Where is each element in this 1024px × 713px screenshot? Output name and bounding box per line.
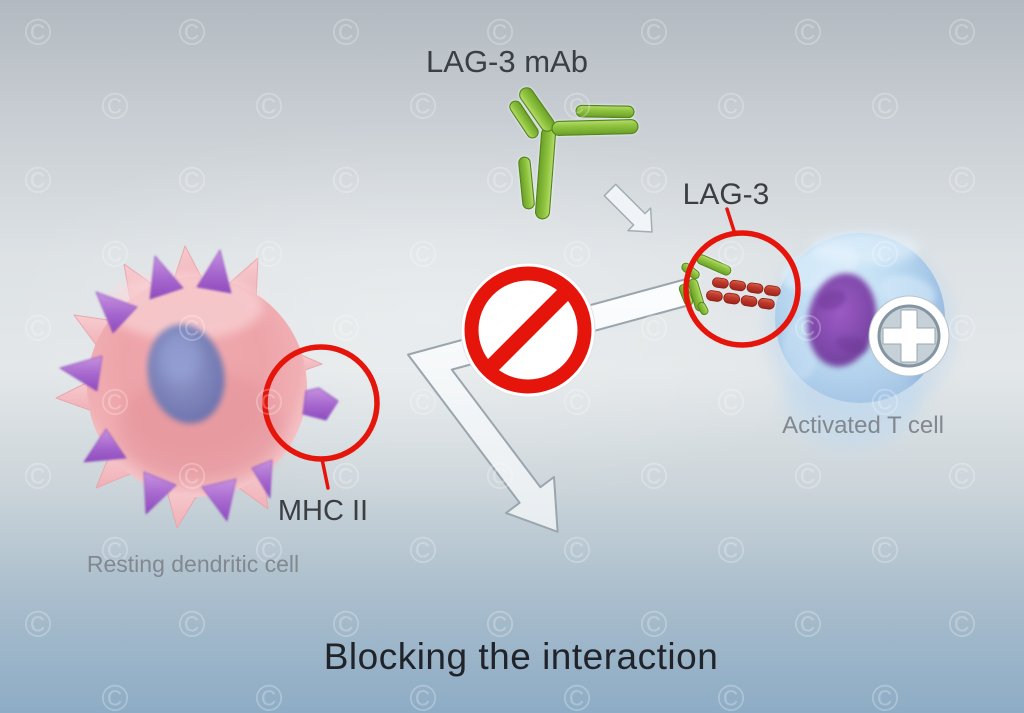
lag3-molecules (706, 277, 781, 310)
dendritic-cell-nucleus (147, 324, 225, 424)
t-cell-illustration (765, 231, 955, 450)
lag3-leader-line (725, 207, 737, 236)
dendritic-cell-illustration (55, 245, 323, 529)
bound-antibody-fragment (678, 254, 732, 316)
mhc2-membrane-bumps (59, 249, 273, 522)
lag3-receptor-label: LAG-3 (682, 178, 770, 211)
mhc2-label: MHC II (277, 495, 369, 527)
dendritic-cell-label: Resting dendritic cell (86, 551, 300, 577)
no-entry-icon (460, 262, 596, 398)
lag3-zoom-circle (683, 230, 801, 348)
plus-icon (868, 295, 950, 377)
mhc2-leader-line (320, 457, 330, 490)
mhc2-molecule (302, 387, 339, 421)
caption-title: Blocking the interaction (323, 636, 719, 677)
antibody-label: LAG-3 mAb (426, 44, 588, 79)
t-cell-label: Activated T cell (782, 412, 944, 439)
t-cell-nucleus (807, 273, 877, 367)
lag3-mab-antibody (509, 87, 639, 220)
mab-binding-arrow (603, 183, 653, 233)
